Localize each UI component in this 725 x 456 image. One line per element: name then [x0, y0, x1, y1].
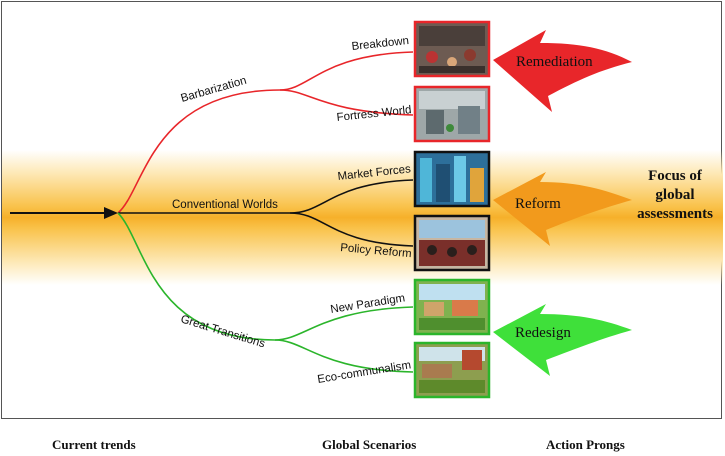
focus-line-2: global	[655, 187, 694, 203]
current-trend-arrowhead	[104, 207, 118, 219]
eco-communalism-branch	[274, 339, 414, 373]
barbarization-branch	[117, 89, 281, 214]
new-paradigm-label: New Paradigm	[330, 292, 406, 316]
policy-reform-branch	[289, 212, 414, 247]
focus-line-1: Focus of	[648, 168, 703, 184]
reform-arrow	[493, 172, 632, 246]
current-trends-caption: Current trends	[52, 437, 136, 452]
barbarization-label: Barbarization	[180, 75, 248, 105]
focus-line-3: assessments	[637, 206, 713, 222]
eco-communalism-image	[413, 341, 491, 399]
breakdown-image	[413, 20, 491, 78]
redesign-label: Redesign	[515, 325, 571, 341]
policy-reform-image	[413, 214, 491, 272]
fortress-world-branch	[279, 89, 414, 116]
breakdown-branch	[279, 51, 414, 91]
remediation-arrow	[493, 30, 632, 112]
new-paradigm-image	[413, 278, 491, 336]
reform-label: Reform	[515, 196, 561, 212]
redesign-arrow	[493, 304, 632, 376]
breakdown-label: Breakdown	[351, 35, 409, 53]
remediation-label: Remediation	[516, 54, 593, 70]
fortress-world-image	[413, 85, 491, 143]
conventional-worlds-label: Conventional Worlds	[172, 199, 278, 211]
great-transitions-label: Great Transitions	[179, 313, 266, 350]
new-paradigm-branch	[274, 306, 414, 341]
action-prongs-caption: Action Prongs	[546, 437, 625, 452]
eco-communalism-label: Eco-communalism	[317, 359, 412, 386]
global-scenarios-caption: Global Scenarios	[322, 437, 417, 452]
market-forces-image	[413, 150, 491, 208]
market-forces-branch	[289, 179, 414, 214]
great-transitions-branch	[117, 212, 276, 341]
